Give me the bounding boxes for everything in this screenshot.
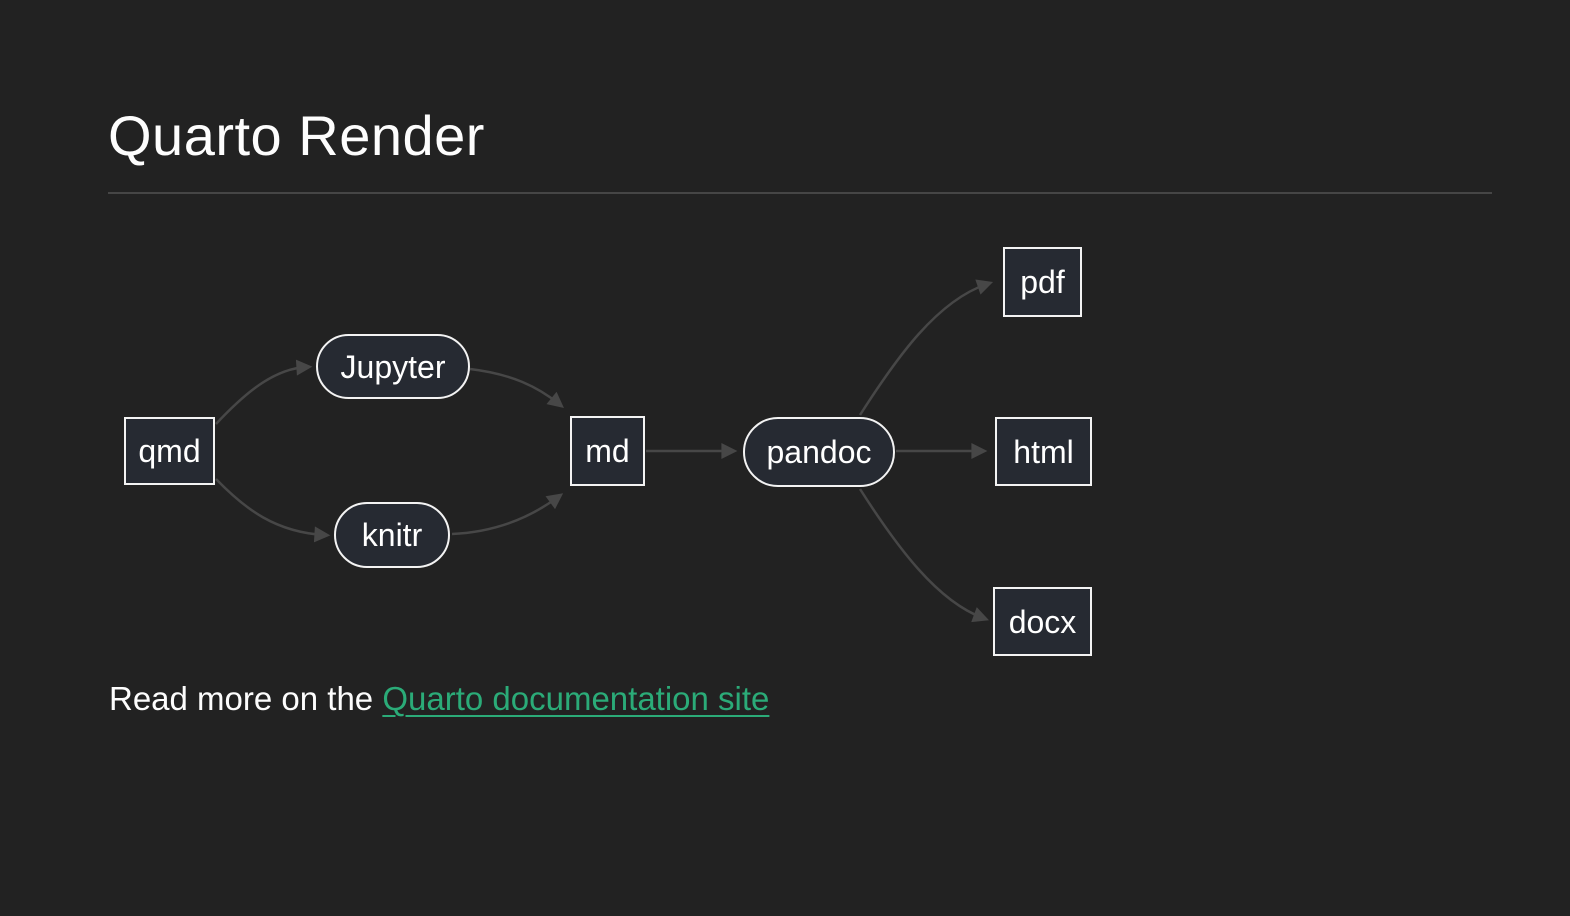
readmore-text: Read more on the Quarto documentation si… — [109, 680, 769, 718]
title-divider — [108, 192, 1492, 194]
edge-pandoc-pdf — [858, 279, 994, 416]
edge-qmd-knitr — [215, 478, 331, 543]
edge-pandoc-docx — [858, 488, 990, 623]
edge-qmd-jupyter — [215, 359, 313, 425]
node-knitr: knitr — [334, 502, 450, 568]
edge-jupyter-md — [469, 367, 564, 409]
node-qmd: qmd — [124, 417, 215, 485]
quarto-docs-link[interactable]: Quarto documentation site — [382, 680, 770, 717]
readmore-prefix: Read more on the — [109, 680, 383, 717]
node-pandoc: pandoc — [743, 417, 895, 487]
node-html-label: html — [1013, 433, 1074, 470]
page-title: Quarto Render — [108, 104, 485, 167]
node-docx: docx — [993, 587, 1092, 656]
node-html: html — [995, 417, 1092, 486]
edge-knitr-md — [451, 493, 564, 536]
node-knitr-label: knitr — [361, 517, 423, 553]
node-jupyter: Jupyter — [316, 334, 470, 399]
node-docx-label: docx — [1008, 603, 1077, 640]
node-jupyter-label: Jupyter — [340, 348, 446, 385]
node-pdf-label: pdf — [1020, 264, 1065, 300]
node-qmd-label: qmd — [138, 433, 201, 469]
node-md-label: md — [585, 433, 630, 469]
node-pdf: pdf — [1003, 247, 1082, 317]
node-pandoc-label: pandoc — [766, 434, 872, 470]
node-md: md — [570, 416, 645, 486]
